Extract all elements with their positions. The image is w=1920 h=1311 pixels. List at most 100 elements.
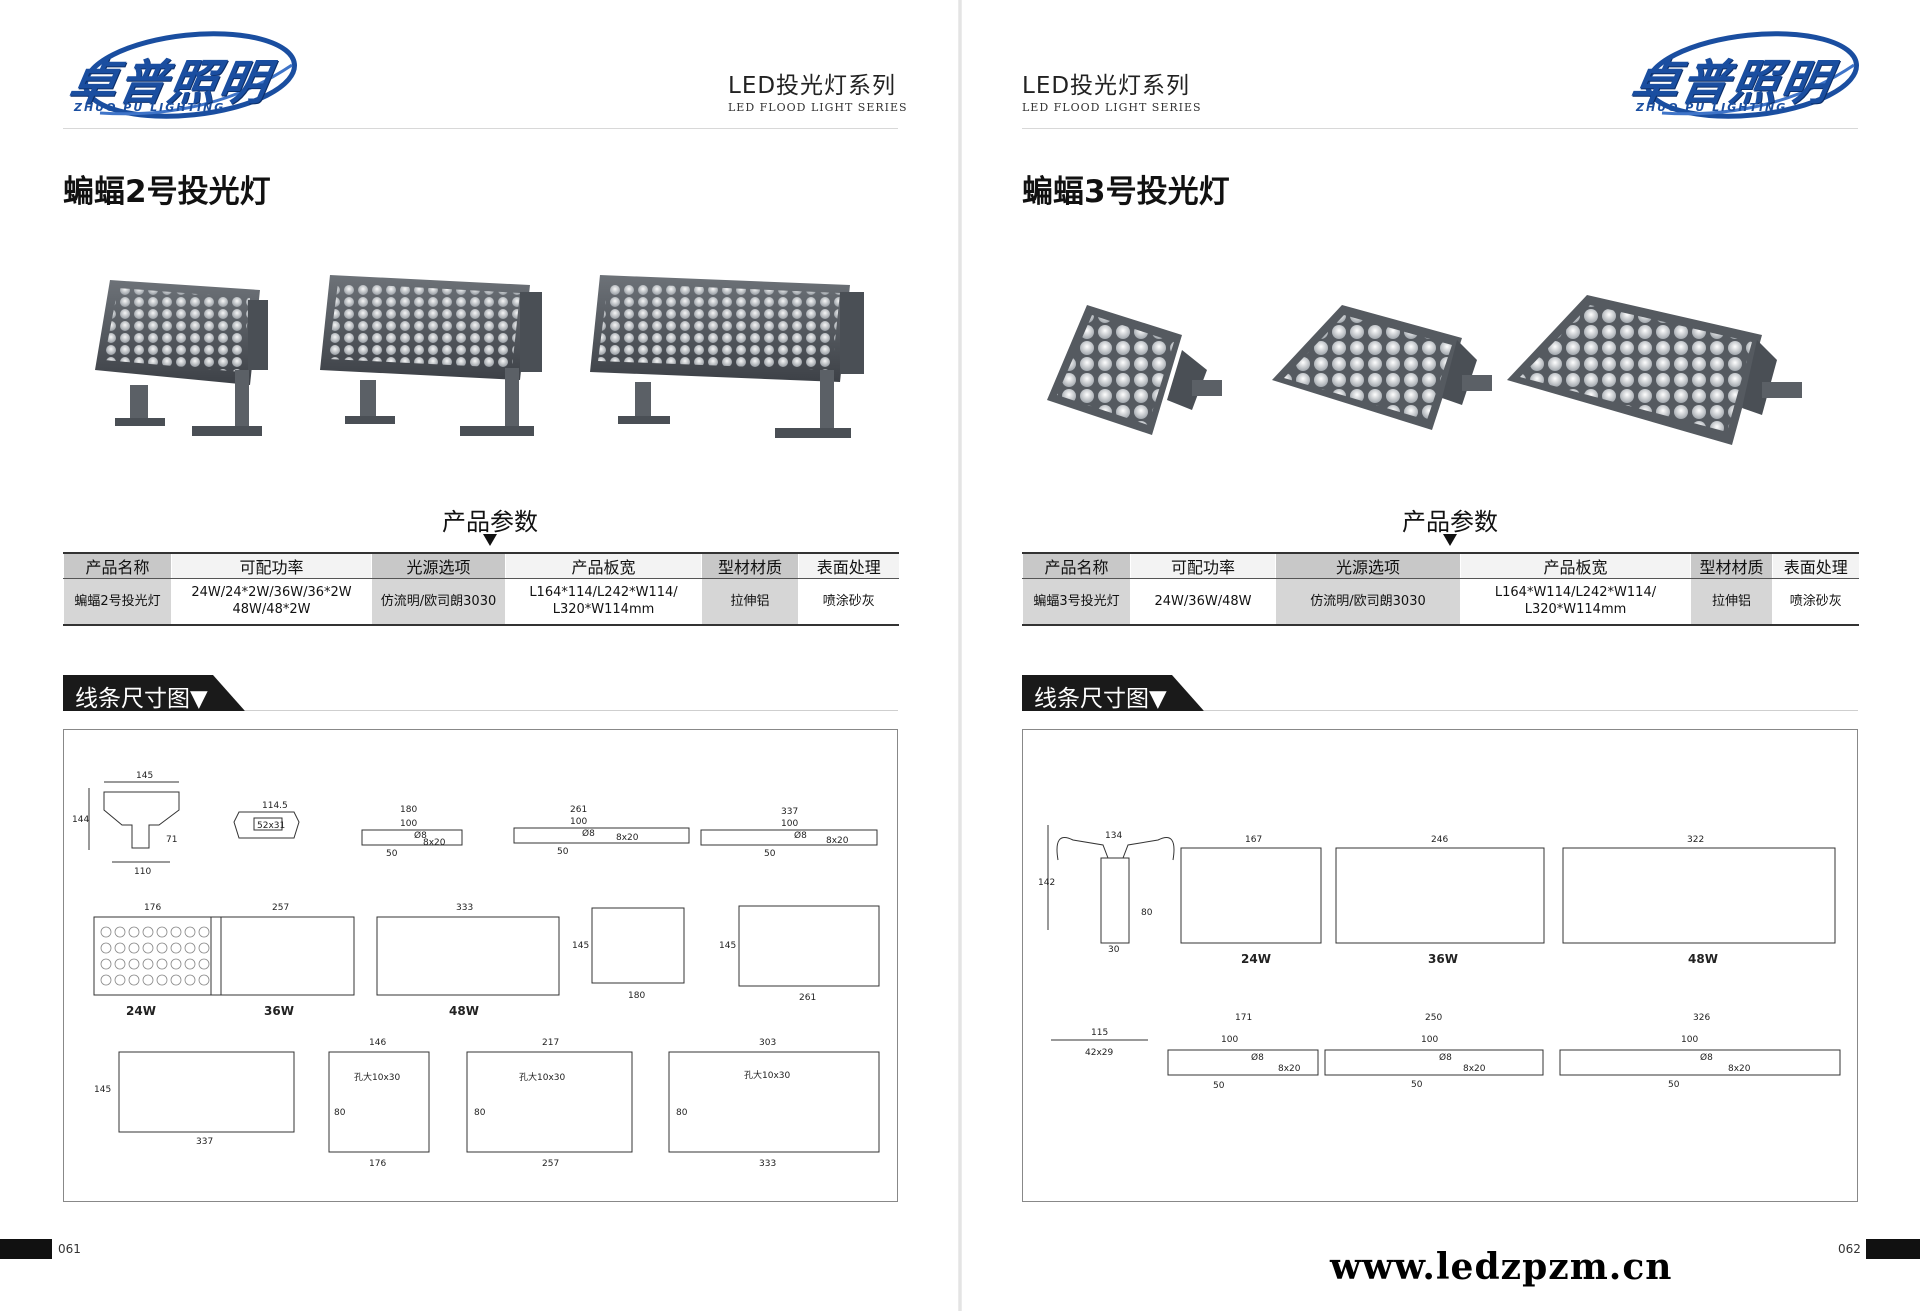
dim-label: 71 bbox=[166, 835, 177, 845]
dim-label: Ø8 bbox=[1251, 1052, 1264, 1063]
spec-header-cell: 可配功率 bbox=[171, 552, 372, 579]
product-photos bbox=[90, 260, 880, 450]
power-label: 36W bbox=[264, 1004, 294, 1018]
power-label: 36W bbox=[1428, 952, 1458, 966]
dim-label: 176 bbox=[144, 903, 161, 913]
spec-cell: 蝙蝠2号投光灯 bbox=[63, 578, 172, 626]
product-photos bbox=[1042, 260, 1852, 450]
dim-label: 80 bbox=[676, 1108, 688, 1118]
down-arrow-icon bbox=[483, 534, 497, 546]
dim-label: 167 bbox=[1245, 835, 1262, 845]
power-label: 24W bbox=[126, 1004, 156, 1018]
product-title: 蝙蝠3号投光灯 bbox=[1022, 174, 1230, 210]
dim-label: 337 bbox=[196, 1137, 213, 1147]
dimension-drawing: 134 142 80 30 167 246 322 24W 36W 48W 11… bbox=[1022, 729, 1858, 1202]
product-title: 蝙蝠2号投光灯 bbox=[63, 174, 271, 210]
section-divider bbox=[1204, 710, 1858, 711]
dim-label: 8x20 bbox=[1728, 1064, 1751, 1074]
dim-label: Ø8 bbox=[1700, 1052, 1713, 1063]
page-number-bar bbox=[0, 1239, 52, 1259]
spec-header-cell: 光源选项 bbox=[371, 552, 506, 579]
section-heading: 线条尺寸图▼ bbox=[63, 675, 898, 712]
dim-label: Ø8 bbox=[582, 828, 595, 839]
spec-cell: 拉伸铝 bbox=[701, 578, 799, 626]
spec-table: 产品名称 可配功率 光源选项 产品板宽 型材材质 表面处理 蝙蝠3号投光灯 24… bbox=[1022, 552, 1859, 626]
dim-label: 134 bbox=[1105, 831, 1122, 841]
series-heading: LED投光灯系列 LED FLOOD LIGHT SERIES bbox=[728, 66, 908, 114]
header-divider bbox=[1022, 128, 1858, 129]
logo-text-en: ZHUO PU LIGHTING bbox=[74, 101, 226, 114]
dim-label: 110 bbox=[134, 867, 151, 877]
section-heading-bar bbox=[63, 675, 245, 711]
lamp-photo-24w bbox=[95, 280, 268, 436]
brand-logo: 卓普照明 ZHUO PU LIGHTING bbox=[1622, 25, 1862, 125]
brand-logo: 卓普照明 ZHUO PU LIGHTING bbox=[60, 25, 300, 125]
dim-label: 114.5 bbox=[262, 801, 288, 811]
dim-label: 145 bbox=[136, 771, 153, 781]
dim-label: 8x20 bbox=[826, 836, 849, 846]
dim-label: 80 bbox=[474, 1108, 486, 1118]
spec-table-header: 产品名称 可配功率 光源选项 产品板宽 型材材质 表面处理 bbox=[63, 552, 899, 579]
spec-cell: L164*W114/L242*W114/ L320*W114mm bbox=[1460, 578, 1691, 626]
lamp-photo-36w bbox=[320, 275, 542, 436]
dim-label: 100 bbox=[1681, 1035, 1698, 1045]
params-title: 产品参数 bbox=[1402, 508, 1498, 536]
dim-label: 171 bbox=[1235, 1013, 1252, 1023]
spec-header-cell: 产品板宽 bbox=[505, 552, 702, 579]
right-drawing-labels: 134 142 80 30 167 246 322 24W 36W 48W 11… bbox=[1038, 831, 1751, 1091]
dim-label: 50 bbox=[1213, 1081, 1225, 1091]
dim-label: 80 bbox=[1141, 908, 1153, 918]
dim-label: 257 bbox=[272, 903, 289, 913]
spec-table-header: 产品名称 可配功率 光源选项 产品板宽 型材材质 表面处理 bbox=[1022, 552, 1859, 579]
dim-label: 146 bbox=[369, 1038, 386, 1048]
led-grid-24w bbox=[100, 926, 210, 986]
logo-swoosh-icon bbox=[1644, 31, 1860, 119]
params-title: 产品参数 bbox=[442, 508, 538, 536]
dim-label: Ø8 bbox=[794, 830, 807, 841]
series-heading: LED投光灯系列 LED FLOOD LIGHT SERIES bbox=[1022, 66, 1202, 114]
website-url[interactable]: www.ledzpzm.cn bbox=[1330, 1246, 1673, 1288]
dim-label: 145 bbox=[94, 1085, 111, 1095]
lamp-photo-48w bbox=[1507, 295, 1802, 445]
dim-label: 100 bbox=[570, 817, 587, 827]
dim-label: 42x29 bbox=[1085, 1048, 1114, 1058]
page-number-bar bbox=[1866, 1239, 1920, 1259]
power-label: 48W bbox=[1688, 952, 1718, 966]
spec-cell: 仿流明/欧司朗3030 bbox=[371, 578, 506, 626]
dim-label: Ø8 bbox=[1439, 1052, 1452, 1063]
dim-label: 50 bbox=[764, 849, 776, 859]
spec-table: 产品名称 可配功率 光源选项 产品板宽 型材材质 表面处理 蝙蝠2号投光灯 24… bbox=[63, 552, 899, 626]
header-divider bbox=[63, 128, 898, 129]
section-heading-bar bbox=[1022, 675, 1204, 711]
series-title-cn: LED投光灯系列 bbox=[1022, 73, 1191, 99]
dim-label: 50 bbox=[557, 847, 569, 857]
table-row: 蝙蝠2号投光灯 24W/24*2W/36W/36*2W 48W/48*2W 仿流… bbox=[63, 578, 899, 626]
dim-label: 52x31 bbox=[257, 821, 285, 831]
dim-label: 145 bbox=[572, 941, 589, 951]
dim-label: 50 bbox=[1411, 1080, 1423, 1090]
left-page: 卓普照明 ZHUO PU LIGHTING LED投光灯系列 LED FLOOD… bbox=[0, 0, 958, 1311]
dim-label: 孔大10x30 bbox=[519, 1071, 566, 1083]
dim-label: 100 bbox=[1421, 1035, 1438, 1045]
dim-label: Ø8 bbox=[414, 830, 427, 841]
power-label: 48W bbox=[449, 1004, 479, 1018]
dim-label: 176 bbox=[369, 1159, 386, 1169]
logo-text-en: ZHUO PU LIGHTING bbox=[1636, 101, 1788, 114]
dim-label: 100 bbox=[1221, 1035, 1238, 1045]
spec-header-cell: 型材材质 bbox=[1690, 552, 1773, 579]
dim-label: 8x20 bbox=[1278, 1064, 1301, 1074]
series-title-cn: LED投光灯系列 bbox=[728, 73, 897, 99]
dim-label: 50 bbox=[1668, 1080, 1680, 1090]
dim-label: 8x20 bbox=[616, 833, 639, 843]
dim-label: 250 bbox=[1425, 1013, 1442, 1023]
dim-label: 8x20 bbox=[1463, 1064, 1486, 1074]
spec-header-cell: 产品名称 bbox=[63, 552, 172, 579]
dim-label: 261 bbox=[570, 805, 587, 815]
spec-cell: 喷涂砂灰 bbox=[798, 578, 899, 626]
power-label: 24W bbox=[1241, 952, 1271, 966]
dim-label: 326 bbox=[1693, 1013, 1710, 1023]
dim-label: 303 bbox=[759, 1038, 776, 1048]
dimension-drawing-svg: 134 142 80 30 167 246 322 24W 36W 48W 11… bbox=[1038, 825, 1841, 1091]
series-title-en: LED FLOOD LIGHT SERIES bbox=[1022, 101, 1202, 114]
